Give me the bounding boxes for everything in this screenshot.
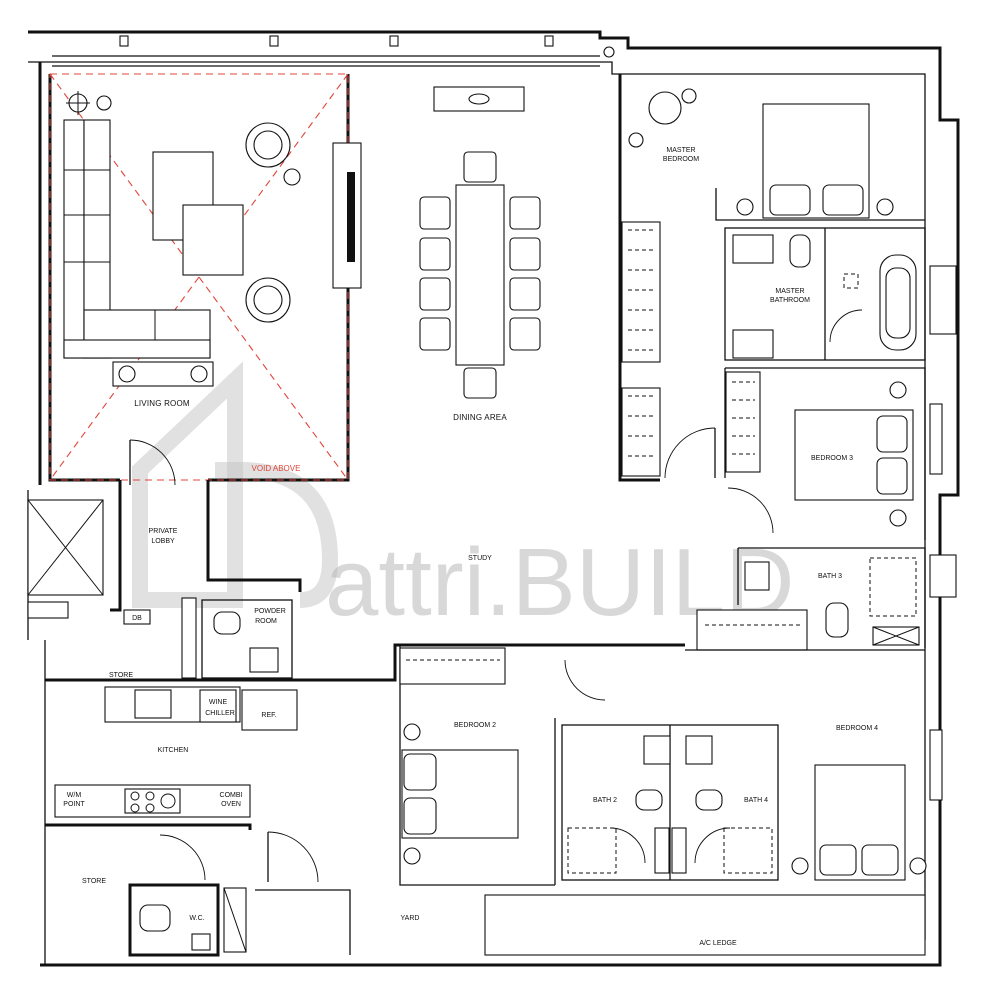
bedroom-3 <box>724 367 926 540</box>
store-lower-label: STORE <box>82 878 106 885</box>
study-label: STUDY <box>468 555 492 562</box>
bath-3-label: BATH 3 <box>818 573 842 580</box>
windows-top <box>52 35 615 67</box>
wm-point-label-1: W/M <box>67 792 82 799</box>
void-above-label: VOID ABOVE <box>252 464 301 473</box>
bath-4-label: BATH 4 <box>744 797 768 804</box>
private-lobby-label-1: PRIVATE <box>149 528 178 535</box>
bedroom-2 <box>399 645 606 886</box>
db-label: DB <box>132 615 142 622</box>
dining-area <box>419 86 541 399</box>
master-bathroom-label-1: MASTER <box>775 288 804 295</box>
master-bedroom-label-1: MASTER <box>666 147 695 154</box>
watermark-logo <box>132 361 339 608</box>
store-wc-yard <box>128 831 926 957</box>
bath-2-and-4 <box>561 724 779 881</box>
private-lobby-label-2: LOBBY <box>151 538 175 545</box>
wine-chiller-label-1: WINE <box>209 699 228 706</box>
combi-oven-label-2: OVEN <box>221 801 241 808</box>
bedroom-3-label: BEDROOM 3 <box>811 455 853 462</box>
wm-point-label-2: POINT <box>63 801 85 808</box>
master-bedroom-label-2: BEDROOM <box>663 156 699 163</box>
powder-room <box>123 597 293 679</box>
wc-label: W.C. <box>189 915 204 922</box>
yard-label: YARD <box>401 915 420 922</box>
powder-room-label-2: ROOM <box>255 618 277 625</box>
dining-area-label: DINING AREA <box>453 413 507 422</box>
windows-right <box>929 265 957 801</box>
living-room <box>49 73 362 481</box>
private-lobby <box>27 439 302 619</box>
living-room-label: LIVING ROOM <box>134 399 190 408</box>
bath-2-label: BATH 2 <box>593 797 617 804</box>
bedroom-4 <box>685 649 927 881</box>
powder-room-label-1: POWDER <box>254 608 286 615</box>
master-bathroom <box>724 227 926 361</box>
bath-3 <box>696 547 926 651</box>
store-upper-label: STORE <box>109 672 133 679</box>
bedroom-2-label: BEDROOM 2 <box>454 722 496 729</box>
kitchen <box>45 643 685 830</box>
kitchen-label: KITCHEN <box>158 747 189 754</box>
combi-oven-label-1: COMBI <box>220 792 243 799</box>
bedroom-4-label: BEDROOM 4 <box>836 725 878 732</box>
wine-chiller-label-2: CHILLER <box>205 710 235 717</box>
ac-ledge-label: A/C LEDGE <box>699 940 737 947</box>
master-bathroom-label-2: BATHROOM <box>770 297 810 304</box>
master-bedroom <box>618 74 925 482</box>
ref-label: REF. <box>261 712 276 719</box>
